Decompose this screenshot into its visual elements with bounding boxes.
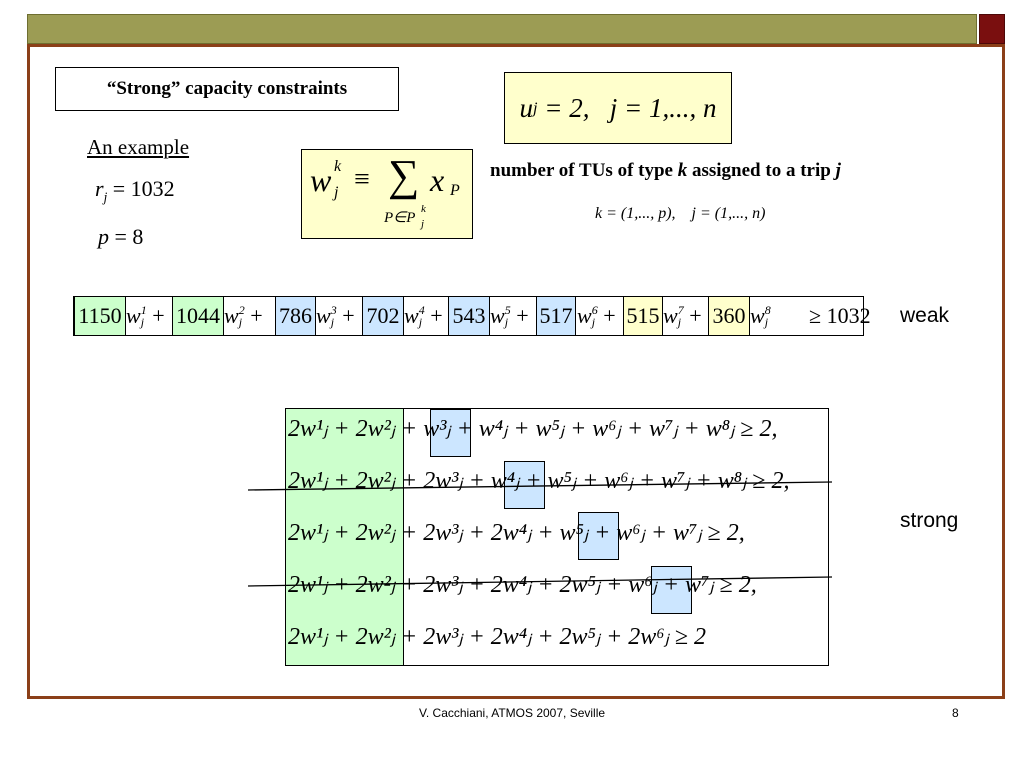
example-label: An example [87, 135, 190, 159]
strong-constraint-4: 2w¹ⱼ + 2w²ⱼ + 2w³ⱼ + 2w⁴ⱼ + 2w⁵ⱼ + w⁶ⱼ +… [288, 572, 757, 598]
r-definition: rj = 1032 [95, 176, 175, 205]
w-subscript: j [334, 184, 339, 201]
weak-rhs: ≥ 1032 [809, 303, 871, 328]
weak-coefficient-7: 515 [623, 297, 663, 335]
weak-coefficient-2: 1044 [172, 297, 224, 335]
p-definition: p = 8 [98, 224, 143, 250]
strong-constraint-2: 2w¹ⱼ + 2w²ⱼ + 2w³ⱼ + w⁴ⱼ + w⁵ⱼ + w⁶ⱼ + w… [288, 468, 790, 494]
strong-green-column [286, 409, 404, 665]
w-definition-box: w k j ≡ ∑ x P P∈P k j [301, 149, 473, 239]
highlight-w6 [651, 566, 692, 614]
slide-title: “Strong” capacity constraints [55, 67, 399, 111]
x-subscript: P [450, 182, 460, 199]
weak-coefficient-6: 517 [536, 297, 576, 335]
strong-label: strong [900, 509, 959, 532]
w-superscript: k [334, 158, 342, 175]
top-decor-bar [27, 14, 977, 44]
sum-index: P∈P [384, 210, 416, 226]
strong-constraint-1: 2w¹ⱼ + 2w²ⱼ + w³ⱼ + w⁴ⱼ + w⁵ⱼ + w⁶ⱼ + w⁷… [288, 416, 778, 442]
weak-coefficient-4: 702 [362, 297, 404, 335]
page-number: 8 [952, 706, 959, 720]
strong-constraint-3: 2w¹ⱼ + 2w²ⱼ + 2w³ⱼ + 2w⁴ⱼ + w⁵ⱼ + w⁶ⱼ + … [288, 520, 745, 546]
sum-symbol: ∑ [388, 151, 420, 200]
highlight-w4 [504, 461, 545, 509]
equiv-symbol: ≡ [354, 164, 370, 195]
p-value: = 8 [109, 224, 144, 249]
u-rest: = 2, j = 1,..., n [537, 92, 717, 123]
r-symbol: r [95, 176, 104, 201]
weak-coefficient-8: 360 [708, 297, 750, 335]
footer-text: V. Cacchiani, ATMOS 2007, Seville [418, 706, 606, 720]
p-symbol: p [98, 224, 109, 249]
strong-constraint-5: 2w¹ⱼ + 2w²ⱼ + 2w³ⱼ + 2w⁴ⱼ + 2w⁵ⱼ + 2w⁶ⱼ … [288, 624, 706, 650]
weak-coefficient-1: 1150 [74, 297, 126, 335]
strike-line-2 [247, 576, 833, 587]
weak-coefficient-5: 543 [448, 297, 490, 335]
r-value: = 1032 [107, 176, 175, 201]
x-symbol: x [430, 162, 445, 198]
w-description: number of TUs of type k assigned to a tr… [490, 160, 841, 181]
u-symbol: u [519, 92, 534, 123]
highlight-w3 [430, 409, 471, 457]
slide-frame [27, 44, 1005, 699]
highlight-w5 [578, 512, 619, 560]
w-symbol: w [310, 162, 332, 198]
top-decor-square [979, 14, 1005, 44]
index-ranges: k = (1,..., p), j = (1,..., n) [595, 205, 766, 222]
sum-index-sup: k [421, 203, 426, 215]
weak-coefficient-3: 786 [275, 297, 316, 335]
weak-label: weak [900, 304, 950, 327]
strike-line-1 [247, 481, 833, 491]
sum-index-sub: j [421, 218, 425, 230]
r-subscript: j [103, 189, 108, 205]
